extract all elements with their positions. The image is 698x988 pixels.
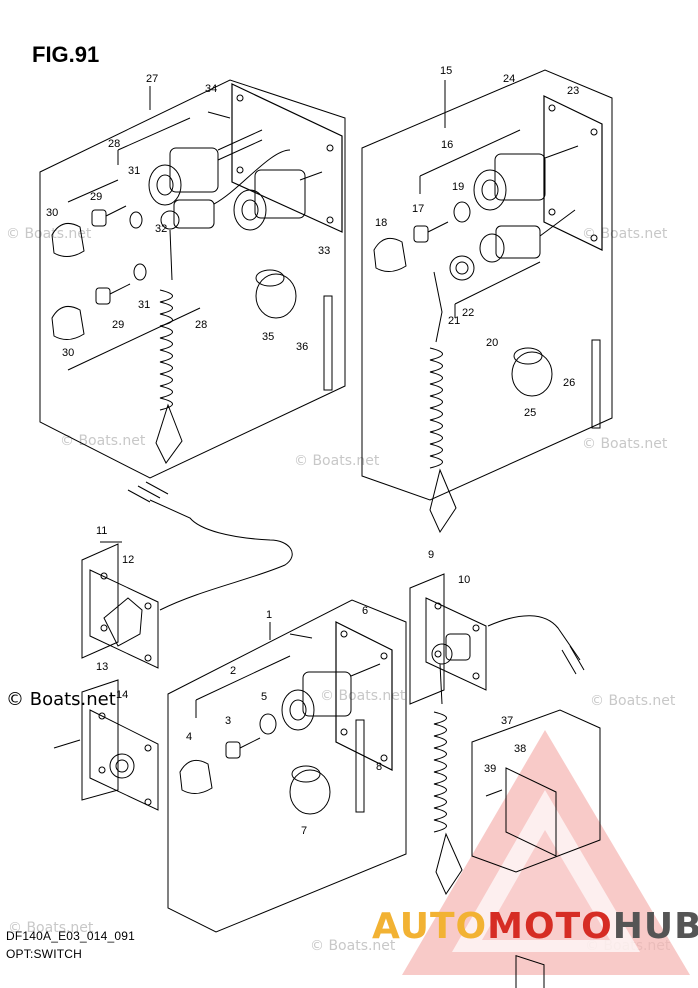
watermarks: © Boats.net © Boats.net © Boats.net © Bo… — [6, 226, 676, 954]
callout-30b: 30 — [62, 347, 74, 359]
callout-labels: 27 34 28 31 29 30 32 33 31 29 28 35 30 3… — [46, 65, 579, 837]
caption-code: DF140A_E03_014_091 — [6, 929, 136, 943]
callout-23: 23 — [567, 85, 579, 97]
callout-28: 28 — [108, 138, 120, 150]
watermark-text: © Boats.net — [582, 436, 668, 452]
brand-logo-triangle — [402, 730, 690, 975]
group-37-switch — [471, 709, 601, 988]
callout-33: 33 — [318, 245, 330, 257]
callout-17: 17 — [412, 203, 424, 215]
brand-part-moto: MOTO — [487, 906, 613, 947]
callout-37: 37 — [501, 715, 513, 727]
figure-title: FIG.91 — [32, 42, 100, 67]
watermark-text: © Boats.net — [8, 920, 94, 936]
callout-35: 35 — [262, 331, 274, 343]
callout-25: 25 — [524, 407, 536, 419]
brand-part-auto: AUTO — [372, 906, 488, 947]
callout-19: 19 — [452, 181, 464, 193]
callout-16: 16 — [441, 139, 453, 151]
callout-21: 21 — [448, 315, 460, 327]
callout-11: 11 — [96, 525, 107, 537]
watermark-text-large: © Boats.net — [6, 689, 116, 710]
callout-29b: 29 — [112, 319, 124, 331]
callout-1: 1 — [266, 609, 272, 621]
callout-31b: 31 — [138, 299, 150, 311]
callout-10: 10 — [458, 574, 470, 586]
callout-14: 14 — [116, 689, 128, 701]
brand-wordmark: AUTOMOTOHUB — [372, 906, 698, 947]
callout-34: 34 — [205, 83, 217, 95]
callout-32: 32 — [155, 223, 167, 235]
group-27-key-switch-set — [39, 79, 346, 479]
callout-5: 5 — [261, 691, 267, 703]
group-11-stop-switch — [81, 481, 293, 669]
watermark-text: © Boats.net — [320, 688, 406, 704]
callout-28b: 28 — [195, 319, 207, 331]
group-9-lanyard-switch — [409, 573, 585, 896]
watermark-text: © Boats.net — [294, 453, 380, 469]
callout-6: 6 — [362, 605, 368, 617]
callout-39: 39 — [484, 763, 496, 775]
group-15-key-switch-set — [361, 69, 613, 534]
callout-12: 12 — [122, 554, 134, 566]
callout-22: 22 — [462, 307, 474, 319]
callout-3: 3 — [225, 715, 231, 727]
caption-title: OPT:SWITCH — [6, 947, 82, 961]
callout-24: 24 — [503, 73, 515, 85]
callout-15: 15 — [440, 65, 452, 77]
callout-38: 38 — [514, 743, 526, 755]
brand-part-hub: HUB — [612, 906, 698, 947]
callout-20: 20 — [486, 337, 498, 349]
callout-36: 36 — [296, 341, 308, 353]
group-1-key-switch-set — [167, 599, 407, 933]
group-13-switch — [53, 679, 159, 811]
callout-29: 29 — [90, 191, 102, 203]
watermark-text: © Boats.net — [582, 226, 668, 242]
callout-18: 18 — [375, 217, 387, 229]
callout-7: 7 — [301, 825, 307, 837]
callout-2: 2 — [230, 665, 236, 677]
callout-9: 9 — [428, 549, 434, 561]
watermark-text: © Boats.net — [6, 226, 92, 242]
callout-30: 30 — [46, 207, 58, 219]
callout-8: 8 — [376, 761, 382, 773]
watermark-text: © Boats.net — [310, 938, 396, 954]
watermark-text: © Boats.net — [590, 693, 676, 709]
callout-4: 4 — [186, 731, 192, 743]
callout-31: 31 — [128, 165, 140, 177]
callout-13: 13 — [96, 661, 108, 673]
callout-26: 26 — [563, 377, 575, 389]
watermark-text: © Boats.net — [60, 433, 146, 449]
callout-27: 27 — [146, 73, 158, 85]
